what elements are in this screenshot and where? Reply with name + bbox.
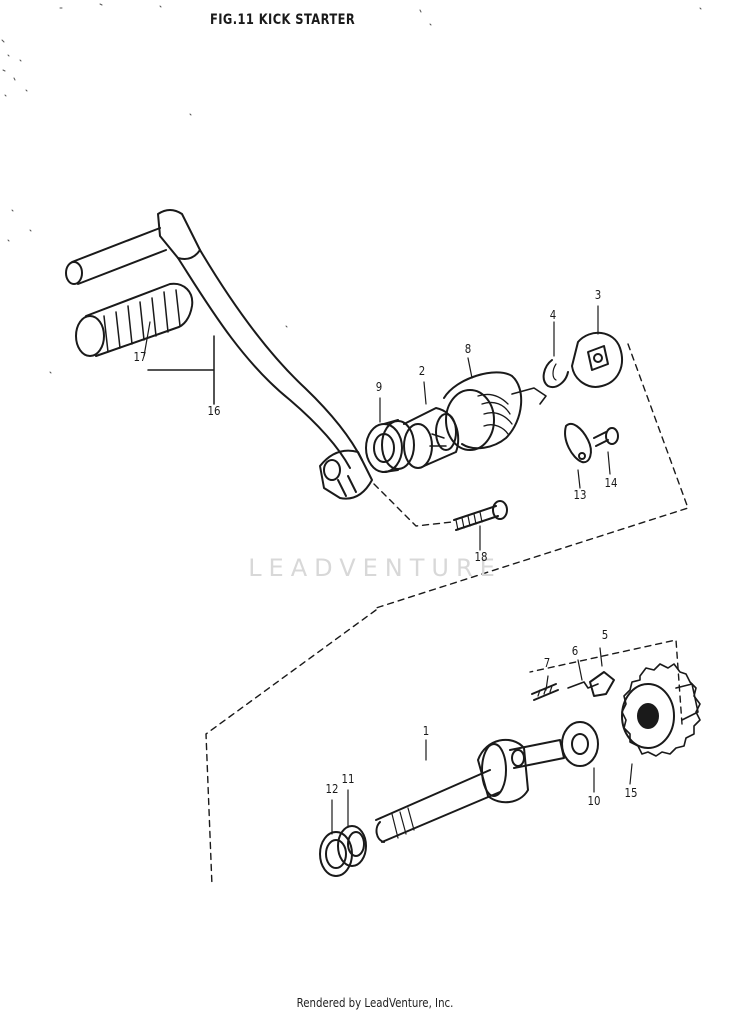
part-1-shaft — [375, 739, 565, 843]
part-15-gear — [621, 663, 701, 757]
callout-18: 18 — [474, 550, 488, 564]
upper-assembly-outline — [373, 343, 689, 609]
lower-assembly-outline — [205, 609, 683, 887]
callout-4: 4 — [549, 308, 557, 322]
part-8-spring — [443, 371, 547, 451]
callout-12: 12 — [325, 782, 339, 796]
callout-14: 14 — [604, 476, 618, 490]
part-13-pawl — [564, 422, 592, 464]
callout-6: 6 — [571, 644, 579, 658]
kick-rubber-grip — [75, 282, 194, 357]
callout-11: 11 — [341, 772, 355, 786]
callout-7: 7 — [543, 656, 551, 670]
render-credit: Rendered by LeadVenture, Inc. — [296, 996, 454, 1010]
part-5-pawl — [589, 671, 615, 697]
callout-8: 8 — [464, 342, 472, 356]
part-4-circlip — [542, 359, 569, 388]
part-3-plate — [571, 332, 623, 388]
figure-title: FIG.11 KICK STARTER — [210, 12, 356, 28]
callout-10: 10 — [587, 794, 601, 808]
part-12-washer — [319, 831, 353, 877]
kick-lever-arm — [157, 209, 373, 500]
callout-13: 13 — [573, 488, 587, 502]
part-18-bolt — [453, 500, 508, 551]
callout-3: 3 — [594, 288, 602, 302]
part-11-washer — [337, 825, 367, 867]
callout-15: 15 — [624, 786, 638, 800]
kick-lever-shaft — [65, 227, 167, 285]
scan-speckles — [1, 3, 702, 374]
part-6-spring — [567, 681, 599, 689]
callout-9: 9 — [375, 380, 383, 394]
part-7-pin — [531, 683, 559, 701]
callout-5: 5 — [601, 628, 609, 642]
part-14-pin — [593, 427, 619, 447]
watermark: LEADVENTURE — [248, 554, 502, 582]
part-9-seal — [365, 419, 415, 473]
callout-2: 2 — [418, 364, 426, 378]
part-10-washer — [561, 721, 599, 767]
callout-17: 17 — [133, 350, 147, 364]
callout-16: 16 — [207, 404, 221, 418]
callout-1: 1 — [422, 724, 430, 738]
